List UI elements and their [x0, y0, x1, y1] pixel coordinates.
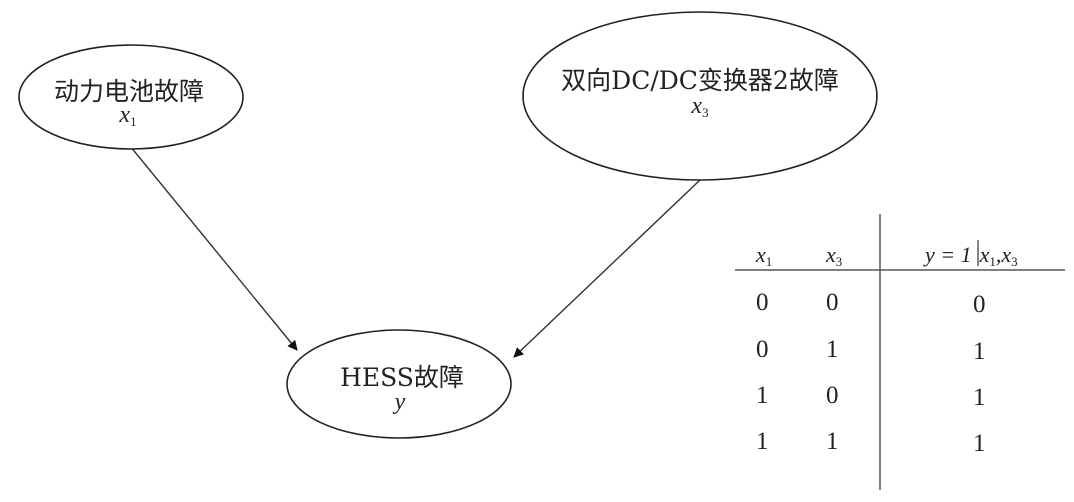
table-row: 0 0 0 — [756, 289, 986, 318]
node-battery-title: 动力电池故障 — [54, 77, 204, 106]
table-cell: 0 — [826, 382, 839, 409]
node-converter-var: x3 — [690, 93, 708, 120]
node-hess: HESS故障 y — [286, 329, 512, 439]
table-cell: 0 — [973, 291, 986, 318]
node-battery: 动力电池故障 x1 — [18, 44, 244, 150]
table-row: 1 0 1 — [756, 382, 986, 411]
table-cell: 1 — [973, 430, 986, 457]
table-cell: 1 — [826, 336, 839, 363]
node-converter-title: 双向DC/DC变换器2故障 — [561, 66, 839, 95]
table-cell: 0 — [826, 289, 839, 316]
table-cell: 1 — [973, 384, 986, 411]
table-cell: 0 — [756, 336, 769, 363]
table-header-x1: x1 — [755, 242, 772, 269]
table-cell: 0 — [756, 289, 769, 316]
edge-converter-to-hess — [513, 179, 701, 358]
table-cell: 1 — [756, 428, 769, 455]
table-row: 0 1 1 — [756, 336, 986, 365]
node-hess-var: y — [393, 389, 406, 415]
table-header-x3: x3 — [825, 242, 842, 269]
edge-battery-to-hess — [129, 145, 298, 351]
table-cell: 1 — [826, 428, 839, 455]
node-hess-title: HESS故障 — [340, 363, 464, 392]
table-cell: 1 — [973, 338, 986, 365]
table-row: 1 1 1 — [756, 428, 986, 457]
node-converter: 双向DC/DC变换器2故障 x3 — [522, 11, 878, 181]
node-battery-var: x1 — [118, 102, 136, 129]
table-cell: 1 — [756, 382, 769, 409]
